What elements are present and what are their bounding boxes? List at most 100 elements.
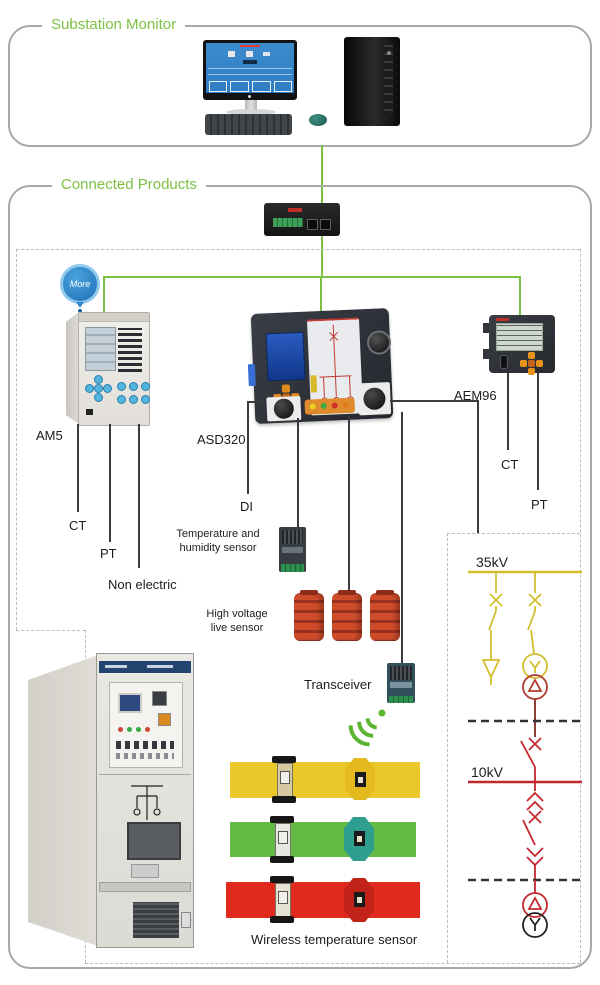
monitor-screen [206,43,294,93]
green-drop-aem96 [519,276,521,317]
strap-display [280,771,290,784]
monitor-logo-dot [248,95,251,98]
cabinet-door-seam [99,774,191,775]
temp-humidity-sensor [279,527,306,572]
cabinet-led [136,727,141,732]
strap-clamp [270,816,294,823]
insulator-cap [338,590,356,595]
more-badge-tail [76,302,84,308]
aem96-ct-line [507,373,509,450]
am5-nav-center [94,384,103,393]
pc-tower-drive-bays [384,45,393,117]
transceiver-terminals [389,696,413,703]
more-badge-pin [78,309,82,313]
cabinet-display [118,693,142,713]
nameplate-text-mark [105,665,127,668]
cabinet-front-panel [96,653,194,948]
am5-nav-up [94,375,103,384]
cabinet-led [127,727,132,732]
cabinet-mimic-diagram [131,785,163,820]
green-bus-horizontal [103,276,521,278]
transformer-delta-winding [522,674,548,700]
am5-device [78,312,150,426]
strap-display [278,891,288,904]
strap-clamp [270,916,294,923]
cabinet-button-row [116,741,174,749]
temp-humidity-label: Temperature and humidity sensor [176,528,260,554]
scada-icon [228,51,235,57]
asd320-di-line-v [247,401,249,494]
scada-rule [208,74,292,75]
dashed-frame-top [16,249,580,250]
strap-display [278,831,288,844]
bus-35kv-label: 35kV [476,554,509,570]
green-drop-asd320 [320,276,322,314]
am5-nav-right [103,384,112,393]
distribution-transformer-delta [522,892,548,918]
aem96-key-enter [528,360,535,367]
sensor-vents [282,530,303,544]
cabinet-instrument-panel [109,682,183,768]
clamp-display-digits [357,897,362,903]
am5-device-side [66,312,79,424]
incomer-10kv [520,737,542,781]
am5-key [117,395,126,404]
bus-10kv-label: 10kV [471,764,504,780]
strap-clamp [270,856,294,863]
cabinet-led [145,727,150,732]
scada-dark-bar [243,60,257,64]
pc-tower-power-button [387,51,391,55]
gateway-terminal-block [273,218,303,227]
aem96-lcd [496,323,543,351]
monitor-stand-base [226,109,276,115]
cabinet-indicator [158,713,171,726]
dashed-frame-jog [16,630,85,631]
wireless-temp-sensor-strap [270,816,294,864]
high-voltage-live-sensor [370,590,400,641]
strap-clamp [270,876,294,883]
aem96-label: AEM96 [454,388,497,403]
strap-clamp [272,796,296,803]
am5-brand-mark [86,409,93,415]
asd320-lcd [265,331,306,382]
scada-box [230,81,249,92]
aem96-device [483,315,555,375]
aem96-brand-plate [496,318,509,321]
cabinet-label-row [116,753,174,759]
wireless-temp-label: Wireless temperature sensor [251,932,418,947]
cabinet-plate [131,864,159,878]
asd320-yellow-tag [310,375,318,393]
am5-key [117,382,126,391]
scada-rule [208,68,292,69]
cabinet-meter [152,691,167,706]
insulator-cap [376,590,394,595]
cabinet-mid-rail [99,882,191,892]
aem96-pt-line [537,373,539,490]
am5-top-strip [79,313,149,322]
high-voltage-live-sensor [294,590,324,641]
cabinet-side-panel [28,655,98,946]
aem96-key-down [528,368,535,375]
transceiver-device [387,663,415,703]
dashed-frame-left [16,249,17,630]
am5-key [129,382,138,391]
scada-icon [263,52,270,56]
gateway-device [264,203,340,236]
wireless-temp-sensor-strap [270,876,294,924]
more-badge[interactable]: More [60,264,100,304]
am5-pt-line [109,424,111,542]
asd320-device [247,308,394,424]
scada-box [209,81,227,92]
asd320-connector [247,363,256,387]
dashed-partition-vertical [447,533,448,963]
gateway-label-plate [288,208,302,212]
aem96-pt-label: PT [531,497,548,512]
substation-monitor-title: Substation Monitor [42,17,186,33]
wireless-temp-sensor-clamp [345,758,375,800]
cabinet-nameplate [99,661,191,673]
gateway-ethernet-port [307,219,318,230]
nameplate-text-mark [147,665,173,668]
am5-label: AM5 [36,428,63,443]
am5-key [129,395,138,404]
cabinet-window [127,822,181,860]
